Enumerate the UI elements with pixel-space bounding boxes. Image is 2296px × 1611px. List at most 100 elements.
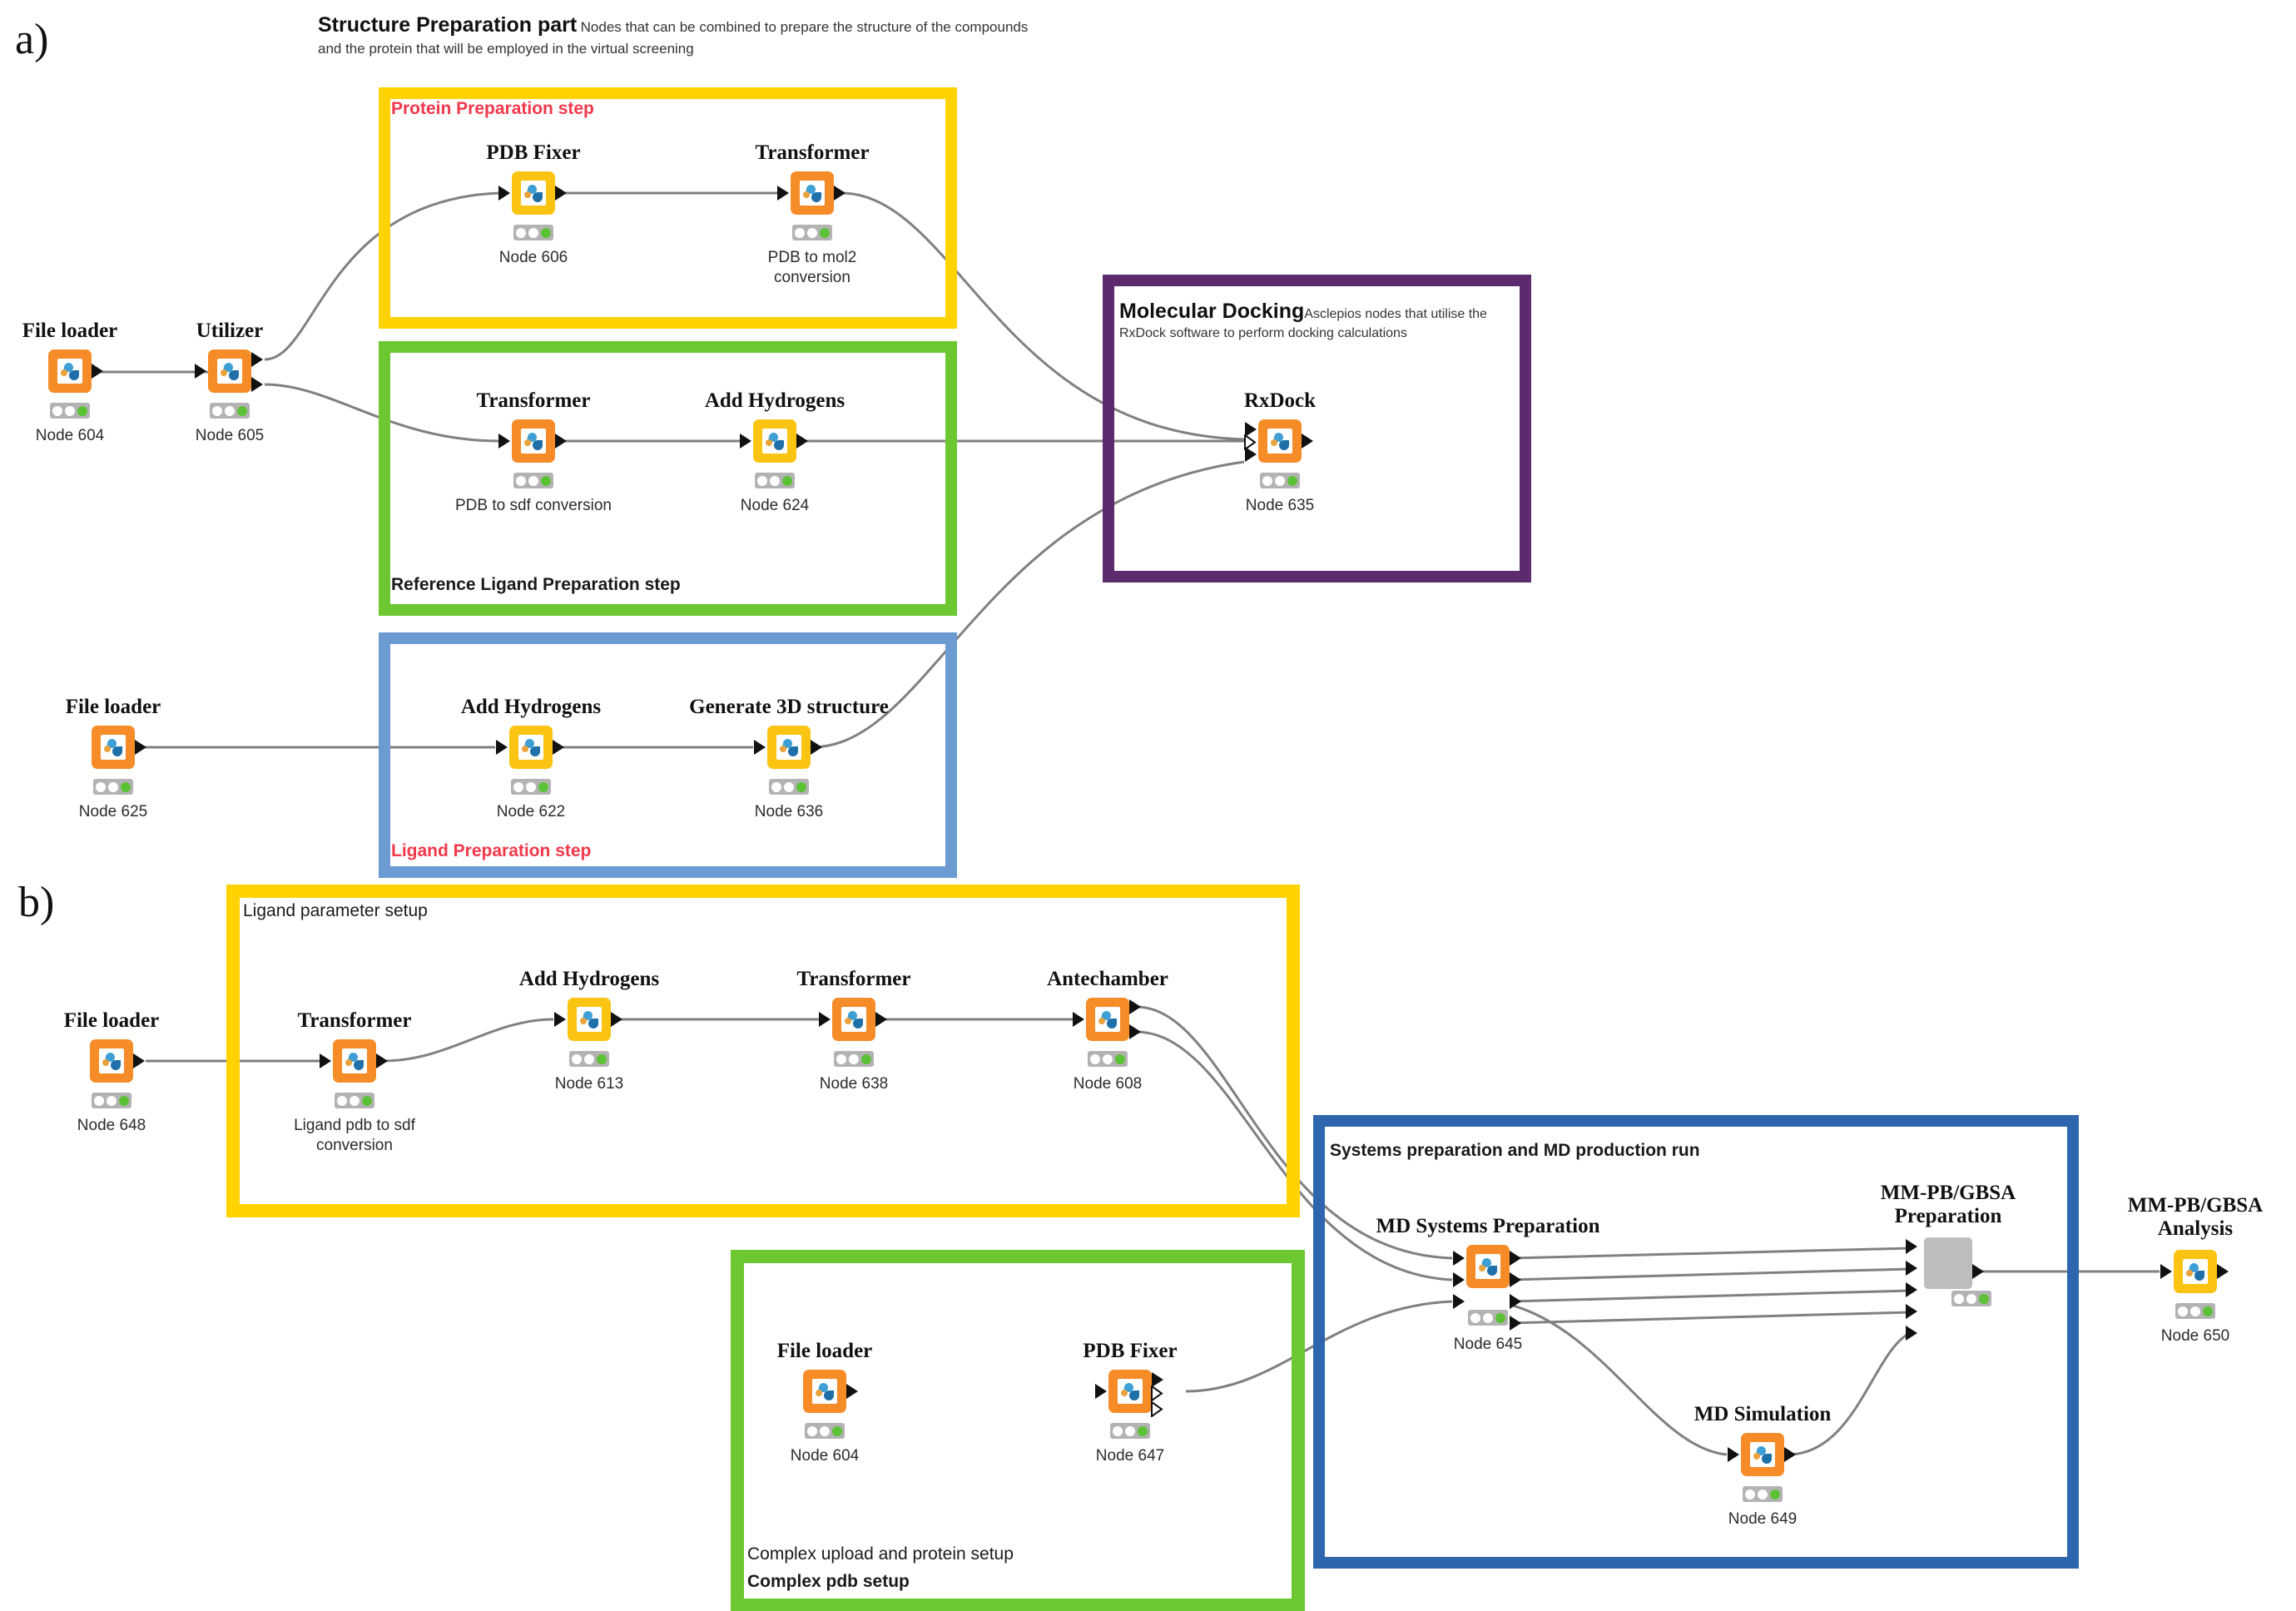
node-file-loader-604[interactable]: File loader Node 604 — [22, 320, 118, 445]
node-chip[interactable] — [803, 1370, 858, 1413]
node-file-loader-648[interactable]: File loader Node 648 — [64, 1009, 160, 1135]
node-chip[interactable] — [777, 171, 846, 215]
input-port[interactable] — [498, 434, 510, 449]
output-port[interactable] — [555, 186, 567, 201]
output-port-2-optional[interactable] — [1151, 1385, 1163, 1401]
node-chip[interactable] — [498, 419, 567, 463]
output-port-4[interactable] — [1510, 1316, 1521, 1331]
node-add-hydrogens-622[interactable]: Add Hydrogens Node 622 — [461, 696, 601, 821]
input-port[interactable] — [195, 364, 206, 379]
input-port-5[interactable] — [1906, 1326, 1917, 1341]
input-port[interactable] — [777, 186, 789, 201]
output-port-1[interactable] — [251, 352, 263, 367]
node-chip[interactable] — [1073, 998, 1141, 1041]
node-antechamber-608[interactable]: Antechamber Node 608 — [1047, 968, 1168, 1093]
input-port[interactable] — [1073, 1012, 1084, 1027]
node-chip[interactable] — [48, 349, 103, 393]
status-dot-executed — [77, 405, 87, 416]
output-port-3-optional[interactable] — [1151, 1401, 1163, 1417]
output-port[interactable] — [1972, 1264, 1984, 1279]
output-port[interactable] — [92, 364, 103, 379]
node-chip[interactable] — [320, 1039, 388, 1083]
output-port[interactable] — [1784, 1447, 1796, 1462]
node-mmpbgbsa-analysis-650[interactable]: MM-PB/GBSA Analysis Node 650 — [2128, 1194, 2264, 1345]
asclepios-node-icon — [762, 429, 787, 454]
output-port[interactable] — [376, 1053, 388, 1068]
output-port-2[interactable] — [251, 377, 263, 392]
node-pdb-fixer-647[interactable]: PDB Fixer Node 647 — [1083, 1340, 1177, 1465]
node-chip[interactable] — [740, 419, 808, 463]
node-generate-3d-structure-636[interactable]: Generate 3D structure Node 636 — [689, 696, 889, 821]
input-port-3[interactable] — [1245, 447, 1257, 462]
input-port[interactable] — [819, 1012, 831, 1027]
node-chip[interactable] — [1906, 1237, 1984, 1341]
node-chip[interactable] — [90, 1039, 145, 1083]
input-port[interactable] — [740, 434, 751, 449]
output-port[interactable] — [555, 434, 567, 449]
input-port-2[interactable] — [1906, 1261, 1917, 1276]
input-port-4[interactable] — [1906, 1304, 1917, 1319]
input-port-3[interactable] — [1453, 1294, 1465, 1309]
node-chip[interactable] — [1453, 1245, 1521, 1331]
node-chip[interactable] — [498, 171, 567, 215]
input-port-1[interactable] — [1453, 1251, 1465, 1266]
node-add-hydrogens-613[interactable]: Add Hydrogens Node 613 — [519, 968, 659, 1093]
output-port[interactable] — [796, 434, 808, 449]
input-port[interactable] — [554, 1012, 566, 1027]
input-port-3[interactable] — [1906, 1282, 1917, 1297]
output-port[interactable] — [133, 1053, 145, 1068]
output-port-1[interactable] — [1152, 1372, 1163, 1387]
node-transformer-pdb-to-mol2[interactable]: Transformer PDB to mol2 conversion — [756, 141, 870, 286]
node-chip[interactable] — [754, 726, 822, 769]
output-port[interactable] — [834, 186, 846, 201]
node-file-loader-604b[interactable]: File loader Node 604 — [777, 1340, 873, 1465]
input-port-1[interactable] — [1906, 1239, 1917, 1254]
input-port[interactable] — [754, 740, 766, 755]
output-port[interactable] — [553, 740, 564, 755]
output-port-2[interactable] — [1129, 1024, 1141, 1039]
output-port[interactable] — [135, 740, 146, 755]
node-chip[interactable] — [1244, 419, 1313, 463]
node-mmpbgbsa-preparation[interactable]: MM-PB/GBSA Preparation — [1881, 1182, 2016, 1341]
node-chip[interactable] — [2160, 1250, 2229, 1293]
output-port[interactable] — [875, 1012, 887, 1027]
input-port-2[interactable] — [1453, 1272, 1465, 1287]
node-rxdock-635[interactable]: RxDock Node 635 — [1244, 389, 1316, 515]
output-port-1[interactable] — [1510, 1251, 1521, 1266]
node-chip[interactable] — [554, 998, 622, 1041]
node-chip[interactable] — [496, 726, 564, 769]
input-port-2-optional[interactable] — [1244, 434, 1257, 450]
input-port[interactable] — [320, 1053, 331, 1068]
node-chip[interactable] — [92, 726, 146, 769]
node-add-hydrogens-624[interactable]: Add Hydrogens Node 624 — [705, 389, 845, 515]
output-port-3[interactable] — [1510, 1294, 1521, 1309]
node-chip[interactable] — [1728, 1433, 1796, 1476]
output-port[interactable] — [1302, 434, 1313, 449]
output-port[interactable] — [811, 740, 822, 755]
output-port-2[interactable] — [1510, 1272, 1521, 1287]
input-port[interactable] — [496, 740, 508, 755]
node-transformer-ligand-pdb-to-sdf[interactable]: Transformer Ligand pdb to sdf conversion — [294, 1009, 415, 1154]
group-protein-preparation — [379, 87, 957, 329]
node-pdb-fixer-606[interactable]: PDB Fixer Node 606 — [486, 141, 580, 267]
input-port[interactable] — [1095, 1384, 1107, 1399]
input-port[interactable] — [498, 186, 510, 201]
group-ligand-preparation — [379, 632, 957, 878]
input-port[interactable] — [1728, 1447, 1739, 1462]
status-dot-configured — [1757, 1489, 1768, 1499]
node-transformer-638[interactable]: Transformer Node 638 — [797, 968, 911, 1093]
node-md-simulation-649[interactable]: MD Simulation Node 649 — [1694, 1403, 1832, 1529]
output-port[interactable] — [611, 1012, 622, 1027]
node-chip[interactable] — [1095, 1370, 1163, 1417]
input-port[interactable] — [2160, 1264, 2172, 1279]
output-port[interactable] — [846, 1384, 858, 1399]
node-chip[interactable] — [195, 349, 263, 393]
node-transformer-pdb-to-sdf[interactable]: Transformer PDB to sdf conversion — [455, 389, 612, 515]
output-port[interactable] — [2217, 1264, 2229, 1279]
node-utilizer-605[interactable]: Utilizer Node 605 — [195, 320, 264, 444]
node-file-loader-625[interactable]: File loader Node 625 — [66, 696, 161, 821]
input-port-1[interactable] — [1245, 422, 1257, 437]
node-chip[interactable] — [819, 998, 887, 1041]
output-port-1[interactable] — [1129, 999, 1141, 1014]
node-md-systems-preparation-645[interactable]: MD Systems Preparation Node 645 — [1376, 1215, 1600, 1354]
